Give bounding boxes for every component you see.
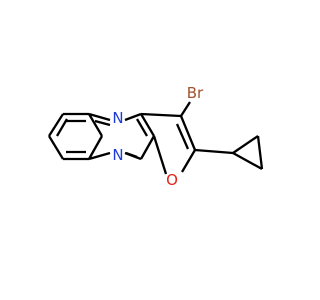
bond bbox=[48, 135, 64, 160]
pyrazine-ring bbox=[88, 112, 156, 161]
atom-label-nitrogen-bottom: N bbox=[112, 146, 123, 164]
atom-label-oxygen: O bbox=[166, 171, 178, 189]
bond bbox=[152, 135, 168, 175]
cyclopropyl-bond bbox=[256, 135, 264, 170]
benzene-ring bbox=[48, 112, 104, 161]
bond bbox=[139, 135, 156, 160]
double-bond-inner bbox=[125, 151, 138, 159]
bond bbox=[87, 135, 104, 160]
bond bbox=[124, 112, 142, 122]
atom-label-nitrogen-top: N bbox=[112, 109, 123, 127]
double-bond-inner bbox=[94, 119, 111, 127]
bond-to-bromine bbox=[180, 101, 191, 117]
cyclopropyl-bond bbox=[232, 135, 259, 154]
cyclopropyl-bond bbox=[232, 151, 263, 171]
substituents bbox=[180, 101, 264, 171]
double-bond-inner bbox=[175, 123, 190, 150]
bond-to-cyclopropyl bbox=[194, 148, 234, 155]
bond bbox=[88, 113, 103, 137]
molecule-structure: Br N N O bbox=[48, 84, 264, 189]
double-bond-inner bbox=[136, 118, 148, 137]
atom-label-bromine: Br bbox=[187, 84, 204, 102]
furan-ring bbox=[140, 112, 197, 175]
bond bbox=[88, 112, 111, 122]
bond bbox=[179, 115, 197, 151]
bond bbox=[181, 149, 196, 173]
molecule-canvas: Br N N O bbox=[48, 84, 264, 189]
bond bbox=[140, 113, 155, 137]
bond bbox=[140, 112, 182, 118]
bond bbox=[88, 151, 111, 161]
double-bond-inner bbox=[56, 118, 68, 137]
bond bbox=[48, 113, 64, 137]
